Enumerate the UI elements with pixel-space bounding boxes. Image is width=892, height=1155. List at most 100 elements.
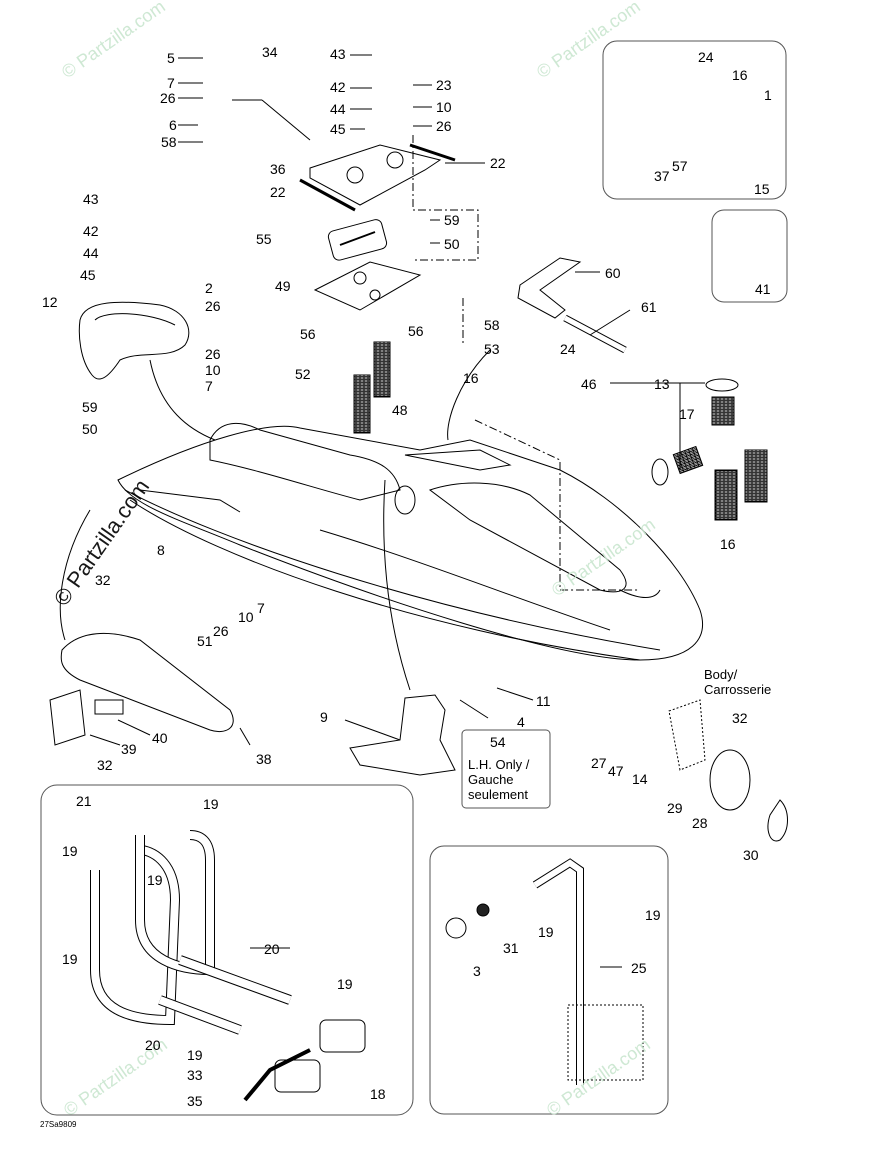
callout: 34 (262, 44, 278, 60)
callout: 24 (698, 49, 714, 65)
callout: 59 (444, 212, 460, 228)
callout: 17 (679, 406, 695, 422)
callout: 29 (667, 800, 683, 816)
callout: 7 (205, 378, 213, 394)
side-deflector-9 (349, 694, 456, 776)
callout: 21 (76, 793, 92, 809)
sponson-38 (49, 632, 234, 746)
callout: 43 (330, 46, 346, 62)
callout: 60 (605, 265, 621, 281)
callout: 41 (755, 281, 771, 297)
drawing-reference: 27Sa9809 (40, 1120, 77, 1129)
callout: 57 (672, 158, 688, 174)
note-line: L.H. Only / (468, 757, 530, 772)
callout: 19 (645, 907, 661, 923)
callout: 32 (95, 572, 111, 588)
callout: 42 (330, 79, 346, 95)
vent-tube-inset-frame (429, 845, 669, 1115)
callout: 54 (490, 734, 506, 750)
callout: 33 (187, 1067, 203, 1083)
callout: 50 (82, 421, 98, 437)
callout: 11 (536, 693, 551, 709)
bellows-48 (353, 341, 391, 434)
lh-only-note: L.H. Only / Gauche seulement (468, 757, 529, 802)
callout: 37 (654, 168, 670, 184)
seat-bracket-plate (299, 143, 456, 212)
callout: 3 (473, 963, 481, 979)
exhaust-hose-inset-frame (40, 784, 414, 1116)
callout: 12 (42, 294, 58, 310)
grommet-springs (651, 378, 768, 521)
callout: 27 (591, 755, 607, 771)
callout: 28 (692, 815, 708, 831)
callout: 2 (205, 280, 213, 296)
callout: 1 (764, 87, 772, 103)
callout: 25 (631, 960, 647, 976)
callout: 8 (157, 542, 165, 558)
callout: 42 (83, 223, 99, 239)
callout: 13 (654, 376, 670, 392)
callout: 58 (484, 317, 500, 333)
callout: 49 (275, 278, 291, 294)
leader-lines (89, 54, 705, 968)
callout: 22 (490, 155, 506, 171)
callout: 48 (392, 402, 408, 418)
hose-60-61 (517, 257, 627, 354)
callout: 56 (408, 323, 424, 339)
callout: 56 (300, 326, 316, 342)
callout: 44 (83, 245, 99, 261)
callout: 19 (187, 1047, 203, 1063)
note-line: Carrosserie (704, 682, 772, 697)
callout: 30 (743, 847, 759, 863)
callout: 26 (160, 90, 176, 106)
callout: 46 (581, 376, 597, 392)
tow-eye-28-30 (668, 699, 788, 842)
callout: 26 (205, 346, 221, 362)
callout: 39 (121, 741, 137, 757)
callout: 10 (436, 99, 452, 115)
callout: 38 (256, 751, 272, 767)
clip-inset-frame (711, 209, 788, 303)
grab-handle-12 (78, 301, 190, 380)
callout: 26 (436, 118, 452, 134)
note-line: Body/ (704, 667, 738, 682)
callout: 16 (732, 67, 748, 83)
callout: 50 (444, 236, 460, 252)
callout: 35 (187, 1093, 203, 1109)
callout: 23 (436, 77, 452, 93)
note-line: seulement (468, 787, 528, 802)
callout: 16 (463, 370, 479, 386)
fasteners-inset-frame (602, 40, 787, 200)
callout: 36 (270, 161, 286, 177)
callout: 22 (270, 184, 286, 200)
assembly-arrows (59, 349, 491, 691)
vent-tube-25 (445, 858, 644, 1085)
callout: 7 (257, 600, 265, 616)
note-line: Gauche (468, 772, 514, 787)
body-note: Body/ Carrosserie (704, 667, 771, 697)
callout: 52 (295, 366, 311, 382)
callout: 19 (203, 796, 219, 812)
callout: 26 (205, 298, 221, 314)
callout: 45 (80, 267, 96, 283)
callout: 10 (205, 362, 221, 378)
callout: 24 (560, 341, 576, 357)
callout: 19 (62, 951, 78, 967)
callout: 6 (169, 117, 177, 133)
callout: 44 (330, 101, 346, 117)
callout: 19 (538, 924, 554, 940)
callout: 20 (145, 1037, 161, 1053)
lh-only-note-box (461, 729, 551, 809)
callout: 19 (62, 843, 78, 859)
callout: 14 (632, 771, 648, 787)
callout: 32 (732, 710, 748, 726)
hose-assembly-20 (90, 830, 366, 1102)
callout: 61 (641, 299, 657, 315)
callout: 16 (720, 536, 736, 552)
callout: 5 (167, 50, 175, 66)
callout: 7 (167, 75, 175, 91)
alignment-lines (412, 135, 640, 591)
callout: 15 (754, 181, 770, 197)
callout: 18 (370, 1086, 386, 1102)
